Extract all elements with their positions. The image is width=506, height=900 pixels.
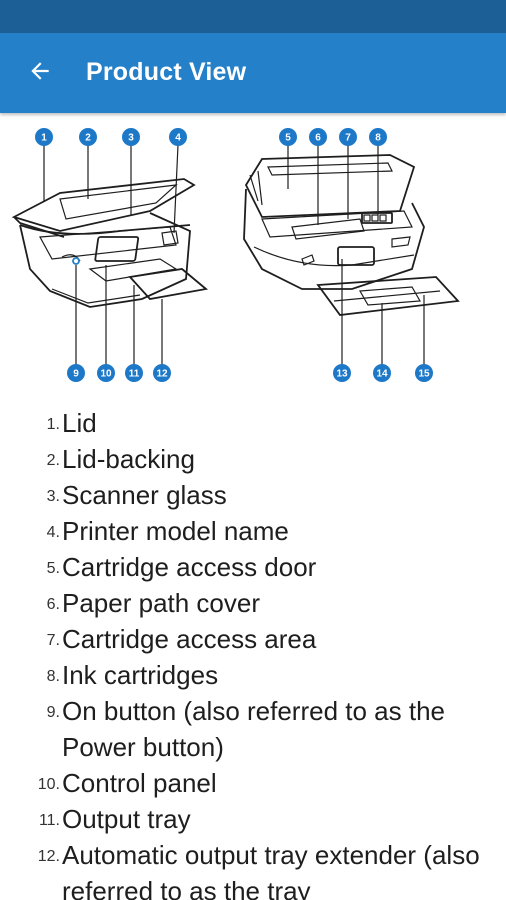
svg-text:11: 11 bbox=[129, 369, 140, 380]
list-item: 6.Paper path cover bbox=[46, 588, 261, 618]
list-item: 2.Lid-backing bbox=[46, 444, 195, 474]
callout-4: 4 bbox=[169, 128, 187, 146]
svg-text:14: 14 bbox=[376, 369, 388, 380]
content-scroll-area[interactable]: 1 2 3 4 9 10 11 12 5 6 7 8 13 14 15 1.Li… bbox=[0, 113, 506, 900]
status-bar bbox=[0, 0, 506, 33]
left-printer-illustration bbox=[11, 178, 209, 308]
callout-15: 15 bbox=[415, 364, 433, 382]
callout-1: 1 bbox=[35, 128, 53, 146]
callout-9: 9 bbox=[67, 364, 85, 382]
callout-8: 8 bbox=[369, 128, 387, 146]
svg-text:9: 9 bbox=[73, 369, 79, 380]
list-item: 10.Control panel bbox=[37, 768, 217, 798]
right-printer-illustration bbox=[243, 154, 460, 316]
callout-3: 3 bbox=[122, 128, 140, 146]
callout-12: 12 bbox=[153, 364, 171, 382]
list-item: 1.Lid bbox=[46, 408, 97, 438]
svg-text:7: 7 bbox=[345, 133, 351, 144]
list-item: 12.Automatic output tray extender (also … bbox=[37, 840, 480, 900]
list-item: 7.Cartridge access area bbox=[46, 624, 317, 654]
list-item: 5.Cartridge access door bbox=[46, 552, 317, 582]
callout-badges: 1 2 3 4 9 10 11 12 5 6 7 8 13 14 15 bbox=[35, 128, 433, 382]
parts-list: 1.Lid 2.Lid-backing 3.Scanner glass 4.Pr… bbox=[0, 405, 506, 900]
svg-text:3: 3 bbox=[128, 133, 134, 144]
svg-text:5: 5 bbox=[285, 133, 291, 144]
list-item: 11.Output tray bbox=[38, 804, 191, 834]
list-item: 8.Ink cartridges bbox=[46, 660, 219, 690]
app-bar: Product View bbox=[0, 33, 506, 113]
svg-text:4: 4 bbox=[175, 133, 181, 144]
list-item: 9.On button (also referred to as the Pow… bbox=[46, 696, 445, 762]
list-item: 3.Scanner glass bbox=[46, 480, 227, 510]
callout-2: 2 bbox=[79, 128, 97, 146]
svg-text:15: 15 bbox=[418, 369, 430, 380]
callout-14: 14 bbox=[373, 364, 391, 382]
callout-7: 7 bbox=[339, 128, 357, 146]
callout-13: 13 bbox=[333, 364, 351, 382]
callout-11: 11 bbox=[125, 364, 143, 382]
list-item: 4.Printer model name bbox=[46, 516, 289, 546]
back-button[interactable] bbox=[18, 51, 62, 95]
svg-text:2: 2 bbox=[85, 133, 91, 144]
page-title: Product View bbox=[86, 58, 247, 86]
arrow-left-icon bbox=[27, 58, 53, 88]
callout-leaders bbox=[43, 144, 425, 369]
svg-text:12: 12 bbox=[156, 369, 168, 380]
svg-text:6: 6 bbox=[315, 133, 321, 144]
svg-text:10: 10 bbox=[100, 369, 112, 380]
callout-10: 10 bbox=[97, 364, 115, 382]
svg-text:13: 13 bbox=[336, 369, 348, 380]
printer-diagram: 1 2 3 4 9 10 11 12 5 6 7 8 13 14 15 bbox=[11, 128, 460, 382]
svg-text:1: 1 bbox=[41, 133, 47, 144]
callout-5: 5 bbox=[279, 128, 297, 146]
svg-text:8: 8 bbox=[375, 133, 381, 144]
callout-6: 6 bbox=[309, 128, 327, 146]
